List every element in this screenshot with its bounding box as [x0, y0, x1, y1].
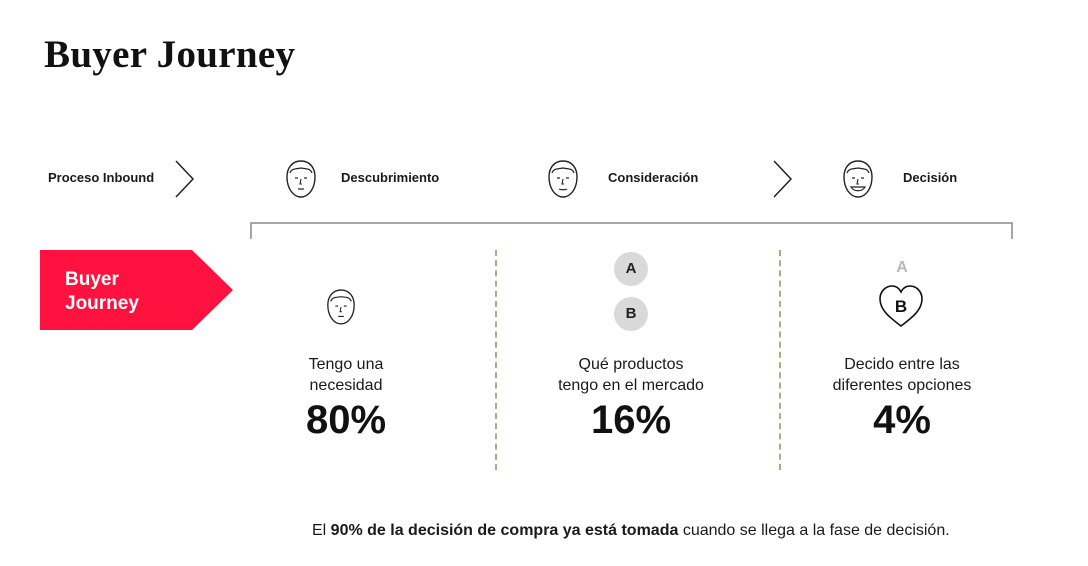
buyer-journey-banner: [40, 250, 233, 330]
option-a-circle: A: [614, 252, 648, 286]
banner-label: Buyer Journey: [65, 268, 205, 316]
footnote-suffix: cuando se llega a la fase de decisión.: [678, 522, 950, 539]
column-desc-line-1: Qué productos: [578, 356, 684, 373]
neutral-face-icon: [548, 160, 578, 198]
column-desc-line-2: tengo en el mercado: [558, 377, 704, 394]
column-decision: Decido entre las diferentes opciones 4%: [772, 354, 1032, 442]
footnote: El 90% de la decisión de compra ya está …: [312, 522, 950, 540]
column-discovery: Tengo una necesidad 80%: [216, 354, 476, 442]
column-divider: [495, 250, 497, 470]
stage-label-descubrimiento: Descubrimiento: [341, 170, 440, 185]
smiling-face-icon: [843, 160, 873, 198]
footnote-prefix: El: [312, 522, 331, 539]
column-percentage: 16%: [590, 398, 672, 442]
faded-option-a: A: [896, 259, 908, 276]
column-consideration: Qué productos tengo en el mercado 16%: [501, 354, 761, 442]
option-b-circle: B: [614, 297, 648, 331]
banner-line-1: Buyer: [65, 269, 119, 290]
column-divider: [779, 250, 781, 470]
neutral-face-icon: [327, 289, 355, 325]
column-desc-line-2: necesidad: [309, 377, 383, 394]
neutral-face-icon: [286, 160, 316, 198]
stage-label-decision: Decisión: [903, 170, 958, 185]
column-desc-line-1: Decido entre las: [844, 356, 960, 373]
stage-bracket: [250, 222, 1013, 239]
chevron-right-icon: [773, 160, 793, 198]
column-percentage: 80%: [305, 398, 387, 442]
heart-icon: [879, 285, 923, 328]
page-title: Buyer Journey: [44, 33, 296, 76]
column-desc-line-2: diferentes opciones: [832, 377, 972, 394]
banner-line-2: Journey: [65, 293, 139, 314]
footnote-bold: 90% de la decisión de compra ya está tom…: [330, 522, 679, 539]
column-desc-line-1: Tengo una: [308, 356, 384, 373]
stage-label-consideracion: Consideración: [608, 170, 699, 185]
chosen-option-b: B: [894, 297, 908, 316]
stage-label-proceso-inbound: Proceso Inbound: [48, 170, 155, 185]
chevron-right-icon: [175, 160, 195, 198]
column-percentage: 4%: [873, 398, 931, 442]
